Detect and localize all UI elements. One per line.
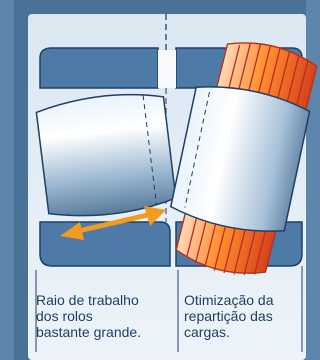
- right-roller: [169, 86, 311, 232]
- caption-load-distribution: Otimização da repartição das cargas.: [184, 292, 274, 340]
- lubrication-groove: [158, 50, 176, 88]
- caption-roller-radius: Raio de trabalho dos rolos bastante gran…: [36, 292, 142, 340]
- outer-ring-left: [39, 47, 159, 89]
- double-headed-arrow-icon: [60, 206, 166, 240]
- inner-ring-left: [39, 221, 171, 267]
- left-roller: [35, 93, 177, 217]
